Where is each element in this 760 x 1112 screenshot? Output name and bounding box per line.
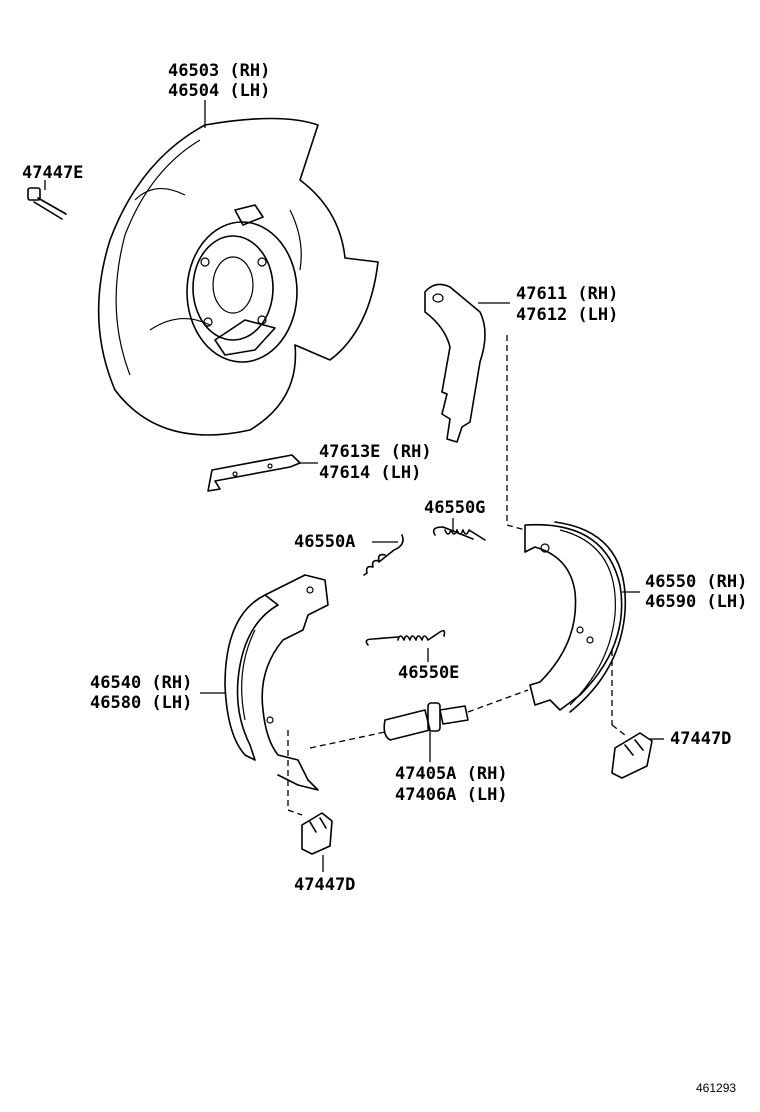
spring-e-drawing xyxy=(365,629,446,646)
label-bolt: 47447E xyxy=(22,163,83,183)
spring-a-drawing xyxy=(363,534,404,576)
label-right-shoe-lh: 46590 (LH) xyxy=(645,592,747,612)
spring-g-drawing xyxy=(432,526,486,541)
label-clip-right: 47447D xyxy=(670,729,731,749)
right-shoe-drawing xyxy=(524,521,627,713)
label-right-shoe-rh: 46550 (RH) xyxy=(645,572,747,592)
label-strut-lh: 47614 (LH) xyxy=(319,463,421,483)
label-clip-bottom: 47447D xyxy=(294,875,355,895)
label-backing-plate-rh: 46503 (RH) xyxy=(168,61,270,81)
lever-drawing xyxy=(424,283,486,443)
clip-bottom-drawing xyxy=(301,812,333,855)
label-adjuster-rh: 47405A (RH) xyxy=(395,764,508,784)
label-strut-rh: 47613E (RH) xyxy=(319,442,432,462)
label-spring-g: 46550G xyxy=(424,498,485,518)
label-lever-rh: 47611 (RH) xyxy=(516,284,618,304)
bolt-drawing xyxy=(27,187,67,220)
label-lever-lh: 47612 (LH) xyxy=(516,305,618,325)
label-spring-e: 46550E xyxy=(398,663,459,683)
label-left-shoe-rh: 46540 (RH) xyxy=(90,673,192,693)
clip-right-drawing xyxy=(611,732,653,779)
label-backing-plate-lh: 46504 (LH) xyxy=(168,81,270,101)
backing-plate-drawing xyxy=(97,117,379,436)
left-shoe-drawing xyxy=(224,574,329,791)
strut-drawing xyxy=(207,454,301,492)
adjuster-drawing xyxy=(383,702,469,741)
label-adjuster-lh: 47406A (LH) xyxy=(395,785,508,805)
figure-number: 461293 xyxy=(696,1081,736,1095)
label-spring-a: 46550A xyxy=(294,532,355,552)
label-left-shoe-lh: 46580 (LH) xyxy=(90,693,192,713)
